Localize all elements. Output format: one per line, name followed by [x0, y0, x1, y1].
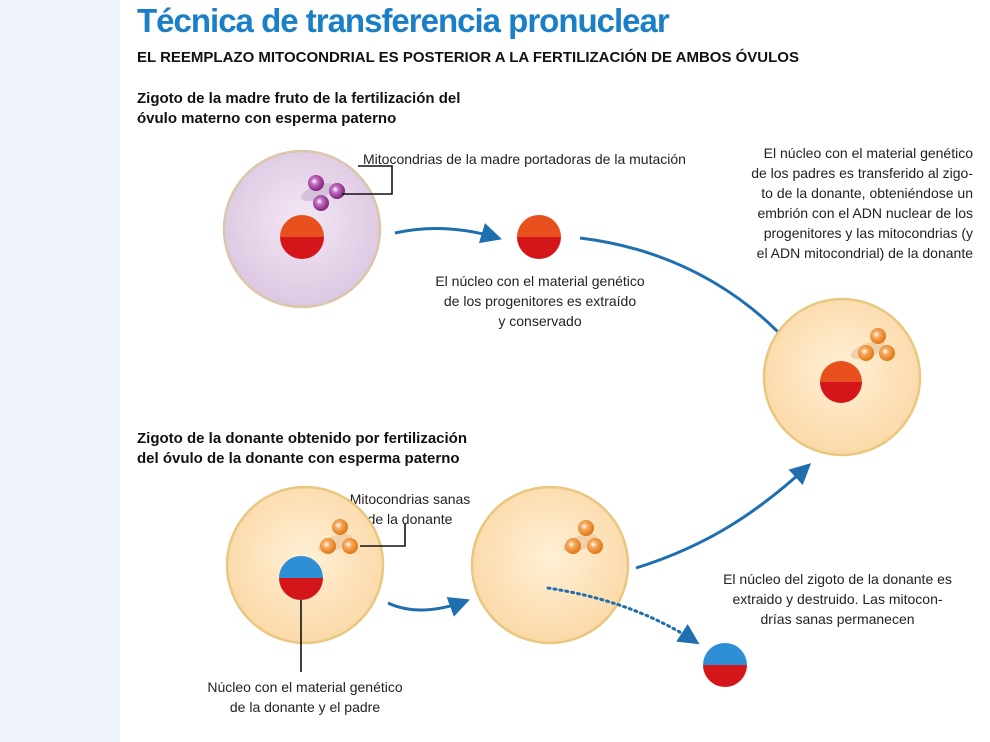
donor-heading-line-1: Zigoto de la donante obtenido por fertil…	[137, 430, 467, 447]
page-subtitle: EL REEMPLAZO MITOCONDRIAL ES POSTERIOR A…	[137, 49, 799, 66]
destroy-note-line-2: extraido y destruido. Las mitocon-	[732, 591, 943, 607]
donor-mito-leader-line	[360, 524, 406, 547]
result-note-line-6: el ADN mitocondrial) de la donante	[756, 245, 973, 261]
result-note-line-4: embrión con el ADN nuclear de los	[757, 205, 973, 221]
destroyed-donor-nucleus	[703, 643, 747, 687]
embryo-nucleus	[820, 361, 862, 403]
donor-heading-line-2: del óvulo de la donante con esperma pate…	[137, 450, 460, 467]
mother-heading-line-2: óvulo materno con esperma paterno	[137, 110, 397, 127]
mother-mito-leader-line	[342, 165, 393, 195]
donor-mito-label-line-2: de la donante	[367, 511, 453, 527]
donor-mitochondria	[317, 519, 358, 554]
extract-note: El núcleo con el material genético de lo…	[410, 271, 670, 331]
result-note-line-5: progenitores y las mitocondrias (y	[763, 225, 973, 241]
result-note-line-2: de los padres es transferido al zigo-	[751, 165, 973, 181]
extract-note-line-1: El núcleo con el material genético	[435, 273, 645, 289]
extract-arrow	[394, 223, 503, 244]
embryo-mitochondria	[850, 328, 895, 361]
mother-zygote-heading: Zigoto de la madre fruto de la fertiliza…	[137, 89, 460, 129]
destroy-note-line-3: drías sanas permanecen	[760, 611, 915, 627]
extracted-nucleus	[517, 215, 561, 259]
donor-nucleus-label: Núcleo con el material genético de la do…	[180, 677, 430, 717]
result-note: El núcleo con el material genético de lo…	[735, 143, 973, 263]
donor-nucleus-label-line-1: Núcleo con el material genético	[207, 679, 403, 695]
removal-dotted-arrow	[546, 586, 700, 645]
donor-mito-label: Mitocondrias sanas de la donante	[340, 489, 480, 529]
mother-mitochondria	[300, 175, 345, 211]
donor-to-enucleated-arrow	[387, 596, 470, 617]
enucleated-to-embryo-arrow	[635, 463, 812, 570]
destroy-note: El núcleo del zigoto de la donante es ex…	[700, 569, 975, 629]
result-note-line-1: El núcleo con el material genético	[763, 145, 973, 161]
mother-nucleus	[280, 215, 324, 259]
destroy-note-line-1: El núcleo del zigoto de la donante es	[723, 571, 952, 587]
donor-mito-label-line-1: Mitocondrias sanas	[349, 491, 471, 507]
result-note-line-3: to de la donante, obteniéndose un	[761, 185, 973, 201]
donor-nucleus	[279, 556, 323, 600]
enucleated-mitochondria	[562, 520, 603, 554]
page-title: Técnica de transferencia pronuclear	[137, 2, 670, 39]
extract-note-line-2: de los progenitores es extraído	[443, 293, 637, 309]
enucleated-donor-cell	[470, 485, 630, 645]
left-margin-strip	[0, 0, 120, 742]
donor-nucleus-label-line-2: de la donante y el padre	[229, 699, 381, 715]
mother-mito-label: Mitocondrias de la madre portadoras de l…	[363, 151, 686, 167]
mother-heading-line-1: Zigoto de la madre fruto de la fertiliza…	[137, 90, 461, 107]
donor-zygote-heading: Zigoto de la donante obtenido por fertil…	[137, 429, 467, 469]
extract-note-line-3: y conservado	[498, 313, 582, 329]
